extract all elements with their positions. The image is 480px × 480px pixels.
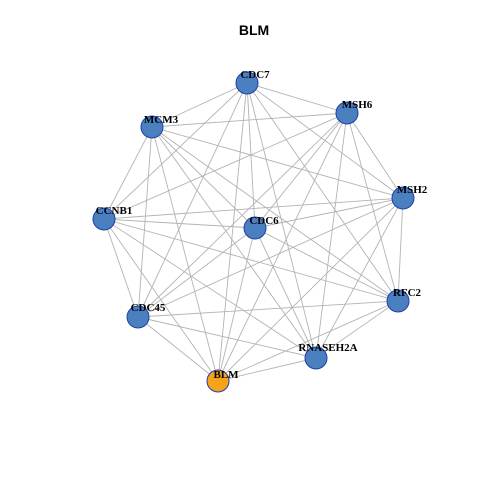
nodes-layer: [92, 71, 415, 393]
node-cdc45[interactable]: [126, 305, 150, 329]
edge-msh2-ccnb1: [103, 197, 404, 220]
edge-msh2-blm: [217, 197, 404, 382]
edge-ccnb1-rfc2: [103, 218, 399, 302]
edge-cdc6-rfc2: [254, 227, 399, 302]
graph-title: BLM: [239, 22, 269, 38]
edge-msh6-msh2: [346, 112, 404, 199]
edge-msh2-rfc2: [397, 197, 404, 302]
edge-cdc6-cdc45: [137, 227, 256, 318]
edge-cdc7-mcm3: [151, 82, 248, 128]
node-label-cdc6: CDC6: [249, 215, 279, 227]
node-label-msh6: MSH6: [342, 99, 373, 111]
edge-mcm3-rfc2: [151, 126, 399, 302]
edge-cdc7-rnaseh2a: [246, 82, 317, 359]
edge-cdc6-rnaseh2a: [254, 227, 317, 359]
node-msh2[interactable]: [391, 186, 415, 210]
edge-msh6-blm: [217, 112, 348, 382]
edge-mcm3-ccnb1: [103, 126, 153, 220]
edge-msh2-cdc45: [137, 197, 404, 318]
edge-rfc2-cdc45: [137, 300, 399, 318]
node-cdc6[interactable]: [243, 216, 267, 240]
edge-mcm3-cdc6: [151, 126, 256, 229]
node-mcm3[interactable]: [140, 115, 164, 139]
edge-msh6-cdc45: [137, 112, 348, 318]
labels-layer: CDC7MSH6MCM3MSH2CCNB1CDC6RFC2CDC45RNASEH…: [96, 69, 428, 381]
edge-msh2-rnaseh2a: [315, 197, 404, 359]
edge-msh6-rfc2: [346, 112, 399, 302]
edge-rfc2-rnaseh2a: [315, 300, 399, 359]
node-label-blm: BLM: [213, 369, 239, 381]
node-rnaseh2a[interactable]: [304, 346, 328, 370]
node-label-rfc2: RFC2: [393, 287, 422, 299]
node-blm[interactable]: [206, 369, 230, 393]
node-label-ccnb1: CCNB1: [96, 205, 133, 217]
edge-rfc2-blm: [217, 300, 399, 382]
node-label-rnaseh2a: RNASEH2A: [298, 342, 357, 354]
edge-cdc7-rfc2: [246, 82, 399, 302]
node-ccnb1[interactable]: [92, 207, 116, 231]
node-msh6[interactable]: [335, 101, 359, 125]
node-label-cdc45: CDC45: [131, 302, 166, 314]
edge-cdc7-cdc45: [137, 82, 248, 318]
edge-ccnb1-cdc45: [103, 218, 139, 318]
edge-msh2-cdc6: [254, 197, 404, 229]
node-rfc2[interactable]: [386, 289, 410, 313]
node-cdc7[interactable]: [235, 71, 259, 95]
edge-mcm3-blm: [151, 126, 219, 382]
edge-mcm3-msh2: [151, 126, 404, 199]
edge-cdc45-blm: [137, 316, 219, 382]
edge-msh6-rnaseh2a: [315, 112, 348, 359]
edge-cdc7-blm: [217, 82, 248, 382]
edges-layer: [103, 82, 404, 382]
edge-cdc45-rnaseh2a: [137, 316, 317, 359]
edge-ccnb1-cdc6: [103, 218, 256, 229]
node-label-msh2: MSH2: [397, 184, 428, 196]
edge-cdc7-ccnb1: [103, 82, 248, 220]
edge-rnaseh2a-blm: [217, 357, 317, 382]
edge-mcm3-rnaseh2a: [151, 126, 317, 359]
node-label-cdc7: CDC7: [240, 69, 270, 81]
edge-cdc6-blm: [217, 227, 256, 382]
edge-ccnb1-rnaseh2a: [103, 218, 317, 359]
node-label-mcm3: MCM3: [144, 114, 179, 126]
edge-mcm3-cdc45: [137, 126, 153, 318]
edge-msh6-ccnb1: [103, 112, 348, 220]
edge-cdc7-msh6: [246, 82, 348, 114]
edge-msh6-mcm3: [151, 112, 348, 128]
edge-msh6-cdc6: [254, 112, 348, 229]
